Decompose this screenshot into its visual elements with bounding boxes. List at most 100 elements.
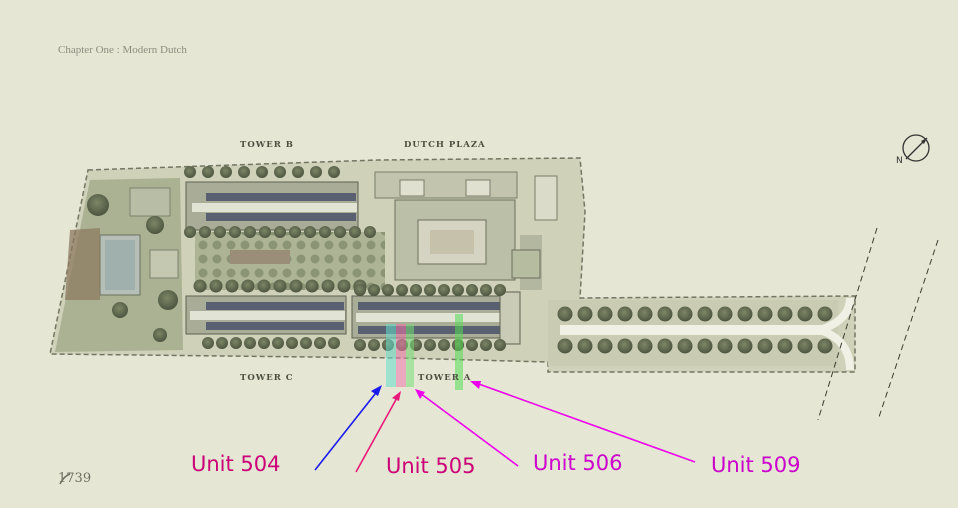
tower-a-label: TOWER A [418, 373, 472, 383]
tree [184, 166, 196, 178]
page-mark-icon [59, 473, 71, 485]
tree [229, 226, 241, 238]
tree [193, 279, 207, 293]
tree [557, 306, 573, 322]
unit-504-highlight [386, 324, 396, 387]
tree [438, 339, 450, 351]
tower-b-label: TOWER B [240, 140, 294, 150]
tree [817, 306, 833, 322]
tree [480, 284, 492, 296]
tree [438, 284, 450, 296]
tree [220, 166, 232, 178]
tree [310, 166, 322, 178]
tree [184, 226, 196, 238]
arrow-unit-506 [419, 392, 519, 467]
tree [349, 226, 361, 238]
arrowhead-unit-509 [470, 381, 481, 389]
tree [797, 306, 813, 322]
tree [777, 306, 793, 322]
arrowhead-unit-504 [371, 385, 382, 396]
tree [286, 337, 298, 349]
tree [238, 166, 250, 178]
tree [225, 279, 239, 293]
unit-505-label: Unit 505 [386, 454, 476, 478]
tower-c-label: TOWER C [240, 373, 294, 383]
dutch-plaza-area [374, 171, 558, 290]
tree [289, 279, 303, 293]
tree [244, 226, 256, 238]
north-label: N [896, 156, 903, 166]
arrowhead-unit-506 [415, 389, 425, 399]
tree [328, 337, 340, 349]
tree [354, 284, 366, 296]
tree [677, 306, 693, 322]
tree [199, 226, 211, 238]
tree [717, 306, 733, 322]
tree [757, 306, 773, 322]
tower-b-building [185, 181, 359, 231]
tree [637, 306, 653, 322]
tree [657, 306, 673, 322]
tree [697, 338, 713, 354]
tree [424, 339, 436, 351]
tree [737, 338, 753, 354]
tree [214, 226, 226, 238]
tree [364, 226, 376, 238]
unit-509-label: Unit 509 [711, 453, 801, 477]
tree [202, 166, 214, 178]
tree [256, 166, 268, 178]
tree [697, 306, 713, 322]
tree [257, 279, 271, 293]
tree [334, 226, 346, 238]
page-number: 1739 [58, 471, 92, 486]
tree [717, 338, 733, 354]
tree [354, 339, 366, 351]
tree [272, 337, 284, 349]
tree [494, 339, 506, 351]
tree [321, 279, 335, 293]
arrow-unit-504 [314, 388, 380, 471]
north-compass [902, 134, 930, 162]
tree [597, 338, 613, 354]
tree [577, 306, 593, 322]
tree [368, 284, 380, 296]
tree [319, 226, 331, 238]
chapter-title: Chapter One : Modern Dutch [58, 44, 187, 56]
unit-506-highlight [406, 324, 414, 387]
tree [382, 284, 394, 296]
tree [305, 279, 319, 293]
tree [637, 338, 653, 354]
tree [817, 338, 833, 354]
tree [259, 226, 271, 238]
unit-504-label: Unit 504 [191, 452, 281, 476]
tree [797, 338, 813, 354]
tree [494, 284, 506, 296]
unit-505-highlight [396, 324, 406, 387]
tree [241, 279, 255, 293]
tree [314, 337, 326, 349]
tree [480, 339, 492, 351]
unit-509-highlight [455, 314, 463, 390]
tree [230, 337, 242, 349]
tree [677, 338, 693, 354]
tree [216, 337, 228, 349]
tower-a-building [351, 291, 521, 345]
arrowhead-unit-505 [392, 391, 401, 401]
tree [577, 338, 593, 354]
tree [657, 338, 673, 354]
unit-506-label: Unit 506 [533, 451, 623, 475]
tree [289, 226, 301, 238]
tree [466, 284, 478, 296]
tree [617, 338, 633, 354]
tree [396, 284, 408, 296]
arrow-unit-505 [355, 395, 399, 473]
tree [244, 337, 256, 349]
tree [337, 279, 351, 293]
tree [292, 166, 304, 178]
garden-pergola [230, 250, 290, 264]
tree [274, 166, 286, 178]
tree [274, 226, 286, 238]
tower-c-building [185, 295, 347, 335]
